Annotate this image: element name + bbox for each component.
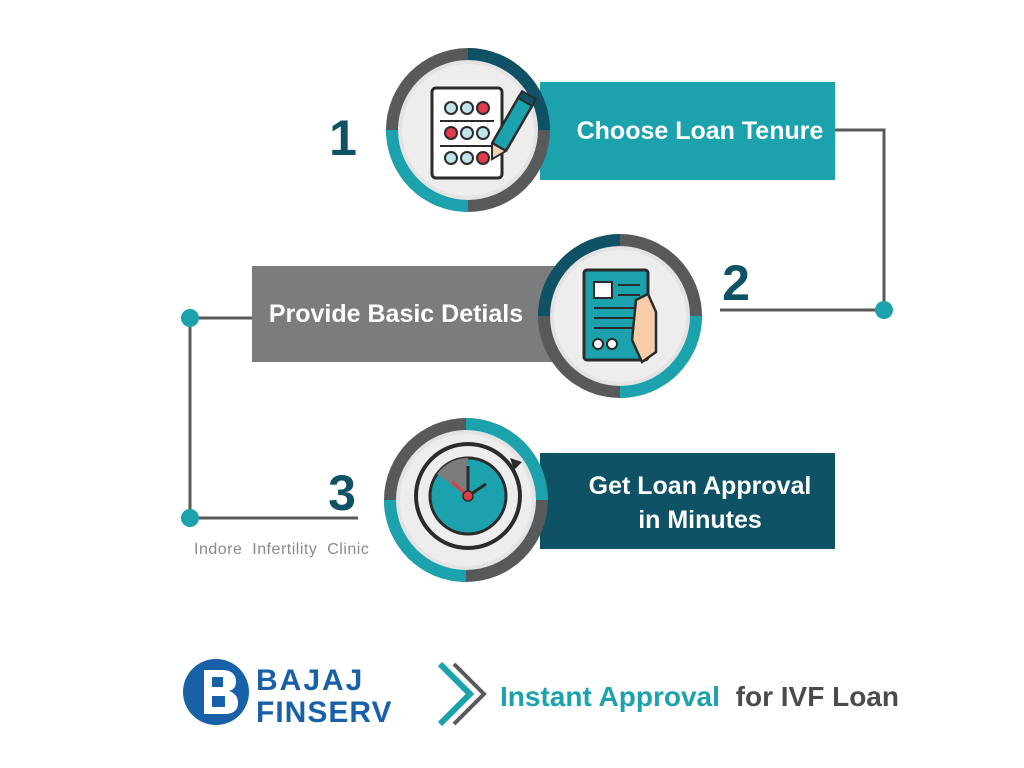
step-3-banner <box>540 453 835 549</box>
step-3-label-line2: in Minutes <box>638 506 762 534</box>
step-1-label: Choose Loan Tenure <box>577 117 824 145</box>
brand-tagline: Instant Approval for IVF Loan <box>500 681 899 712</box>
watermark-text: Indore Infertility Clinic <box>194 541 369 558</box>
document-hand-icon <box>582 268 658 364</box>
connector-step1-to-step2 <box>720 128 886 312</box>
connector-node-left-top <box>181 309 199 327</box>
chevron-right-icon <box>437 661 487 727</box>
step-2: 2 Provide Basic Detials <box>252 234 750 398</box>
step-1-banner <box>540 82 835 180</box>
connector-lines <box>188 128 886 520</box>
brand-name-line2: FINSERV <box>256 696 392 729</box>
step-1: 1 Choose Loan Tenure <box>329 48 835 212</box>
brand-name-line1: BAJAJ <box>256 664 364 697</box>
bajaj-finserv-logo-icon <box>183 659 249 725</box>
connector-step2-to-step3 <box>188 316 358 520</box>
step-1-number: 1 <box>329 110 357 166</box>
step-3-number: 3 <box>328 465 356 521</box>
brand-tagline-highlight: Instant Approval <box>500 681 720 712</box>
step-2-number: 2 <box>722 255 750 311</box>
step-2-label: Provide Basic Detials <box>269 300 523 328</box>
step-3-label-line1: Get Loan Approval <box>589 472 812 500</box>
connector-node-left-bottom <box>181 509 199 527</box>
brand-footer: BAJAJ FINSERV Instant Approval for IVF L… <box>183 659 899 729</box>
clock-icon <box>414 442 522 550</box>
checklist-pen-icon <box>430 86 538 180</box>
step-3: 3 Get Loan Approval in Minutes <box>328 418 835 582</box>
brand-tagline-rest: for IVF Loan <box>736 681 899 712</box>
connector-node-right <box>875 301 893 319</box>
